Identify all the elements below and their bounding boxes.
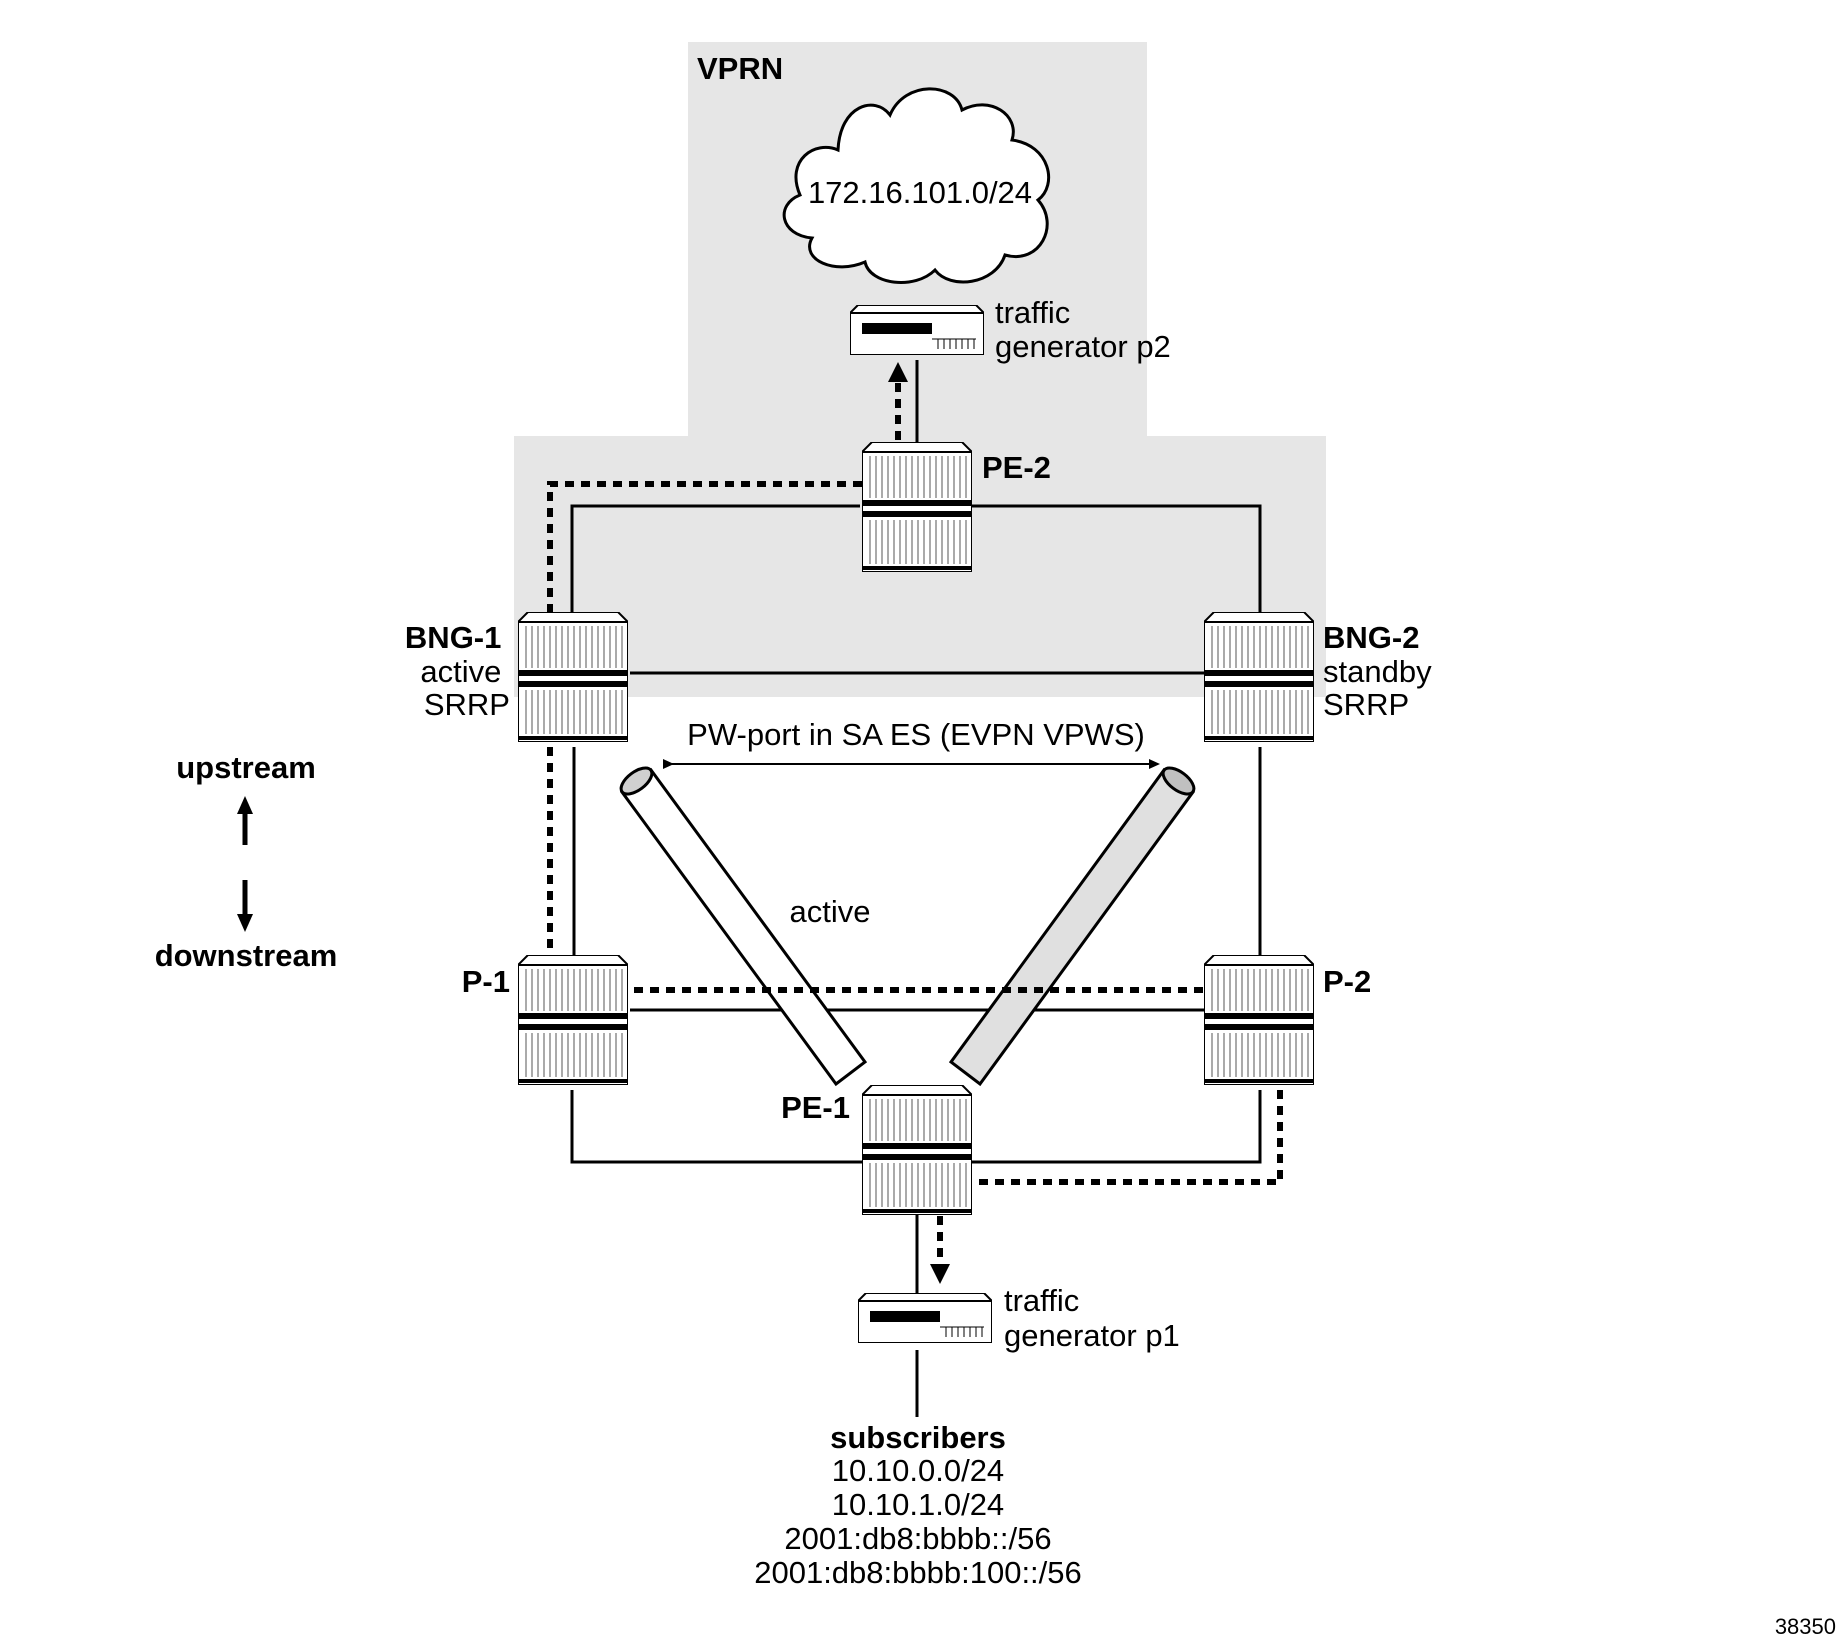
router-bng-1-icon [518,612,628,742]
subscribers-block: subscribers 10.10.0.0/24 10.10.1.0/24 20… [754,1420,1082,1590]
traffic-generator-p2-icon [850,305,984,355]
downstream-flow-arrowhead [930,1264,950,1284]
subscriber-prefix: 2001:db8:bbbb::/56 [784,1521,1051,1556]
upstream-flow-arrowhead [888,362,908,382]
active-pw-tunnel [619,766,868,1087]
p-1-label: P-1 [462,964,510,999]
pe-1-label: PE-1 [781,1090,850,1125]
router-pe-1-icon [862,1085,972,1215]
upstream-label: upstream [176,750,316,785]
subscriber-prefix: 10.10.1.0/24 [832,1487,1004,1522]
traffic-generator-p1-icon [858,1293,992,1343]
network-cloud: 172.16.101.0/24 [782,87,1051,284]
subscribers-title: subscribers [830,1420,1006,1455]
p-2-label: P-2 [1323,964,1371,999]
router-bng-2-icon [1204,612,1314,742]
vprn-label: VPRN [697,51,783,86]
subscriber-prefix: 10.10.0.0/24 [832,1453,1004,1488]
active-tunnel-label: active [790,894,871,929]
pe-2-label: PE-2 [982,450,1051,485]
direction-legend: upstream downstream [155,750,338,973]
traffic-generator-p1-label: traffic generator p1 [1004,1283,1180,1353]
subscriber-prefix: 2001:db8:bbbb:100::/56 [754,1555,1082,1590]
downstream-label: downstream [155,938,338,973]
router-pe-2-icon [862,442,972,572]
downstream-arrow-icon [237,914,253,932]
traffic-path-dotted [547,382,1283,1264]
router-p-2-icon [1204,955,1314,1085]
router-p-1-icon [518,955,628,1085]
upstream-arrow-icon [237,796,253,814]
solid-links [570,360,1262,1417]
bng-1-label: BNG-1 active SRRP [405,620,510,722]
bng-2-label: BNG-2 standby SRRP [1323,620,1440,722]
figure-id: 38350 [1775,1614,1836,1639]
traffic-generator-p2-label: traffic generator p2 [995,295,1171,364]
cloud-subnet-label: 172.16.101.0/24 [808,175,1032,210]
pw-port-label: PW-port in SA ES (EVPN VPWS) [687,717,1145,752]
standby-pw-tunnel [948,766,1196,1087]
vprn-area [514,42,1326,697]
